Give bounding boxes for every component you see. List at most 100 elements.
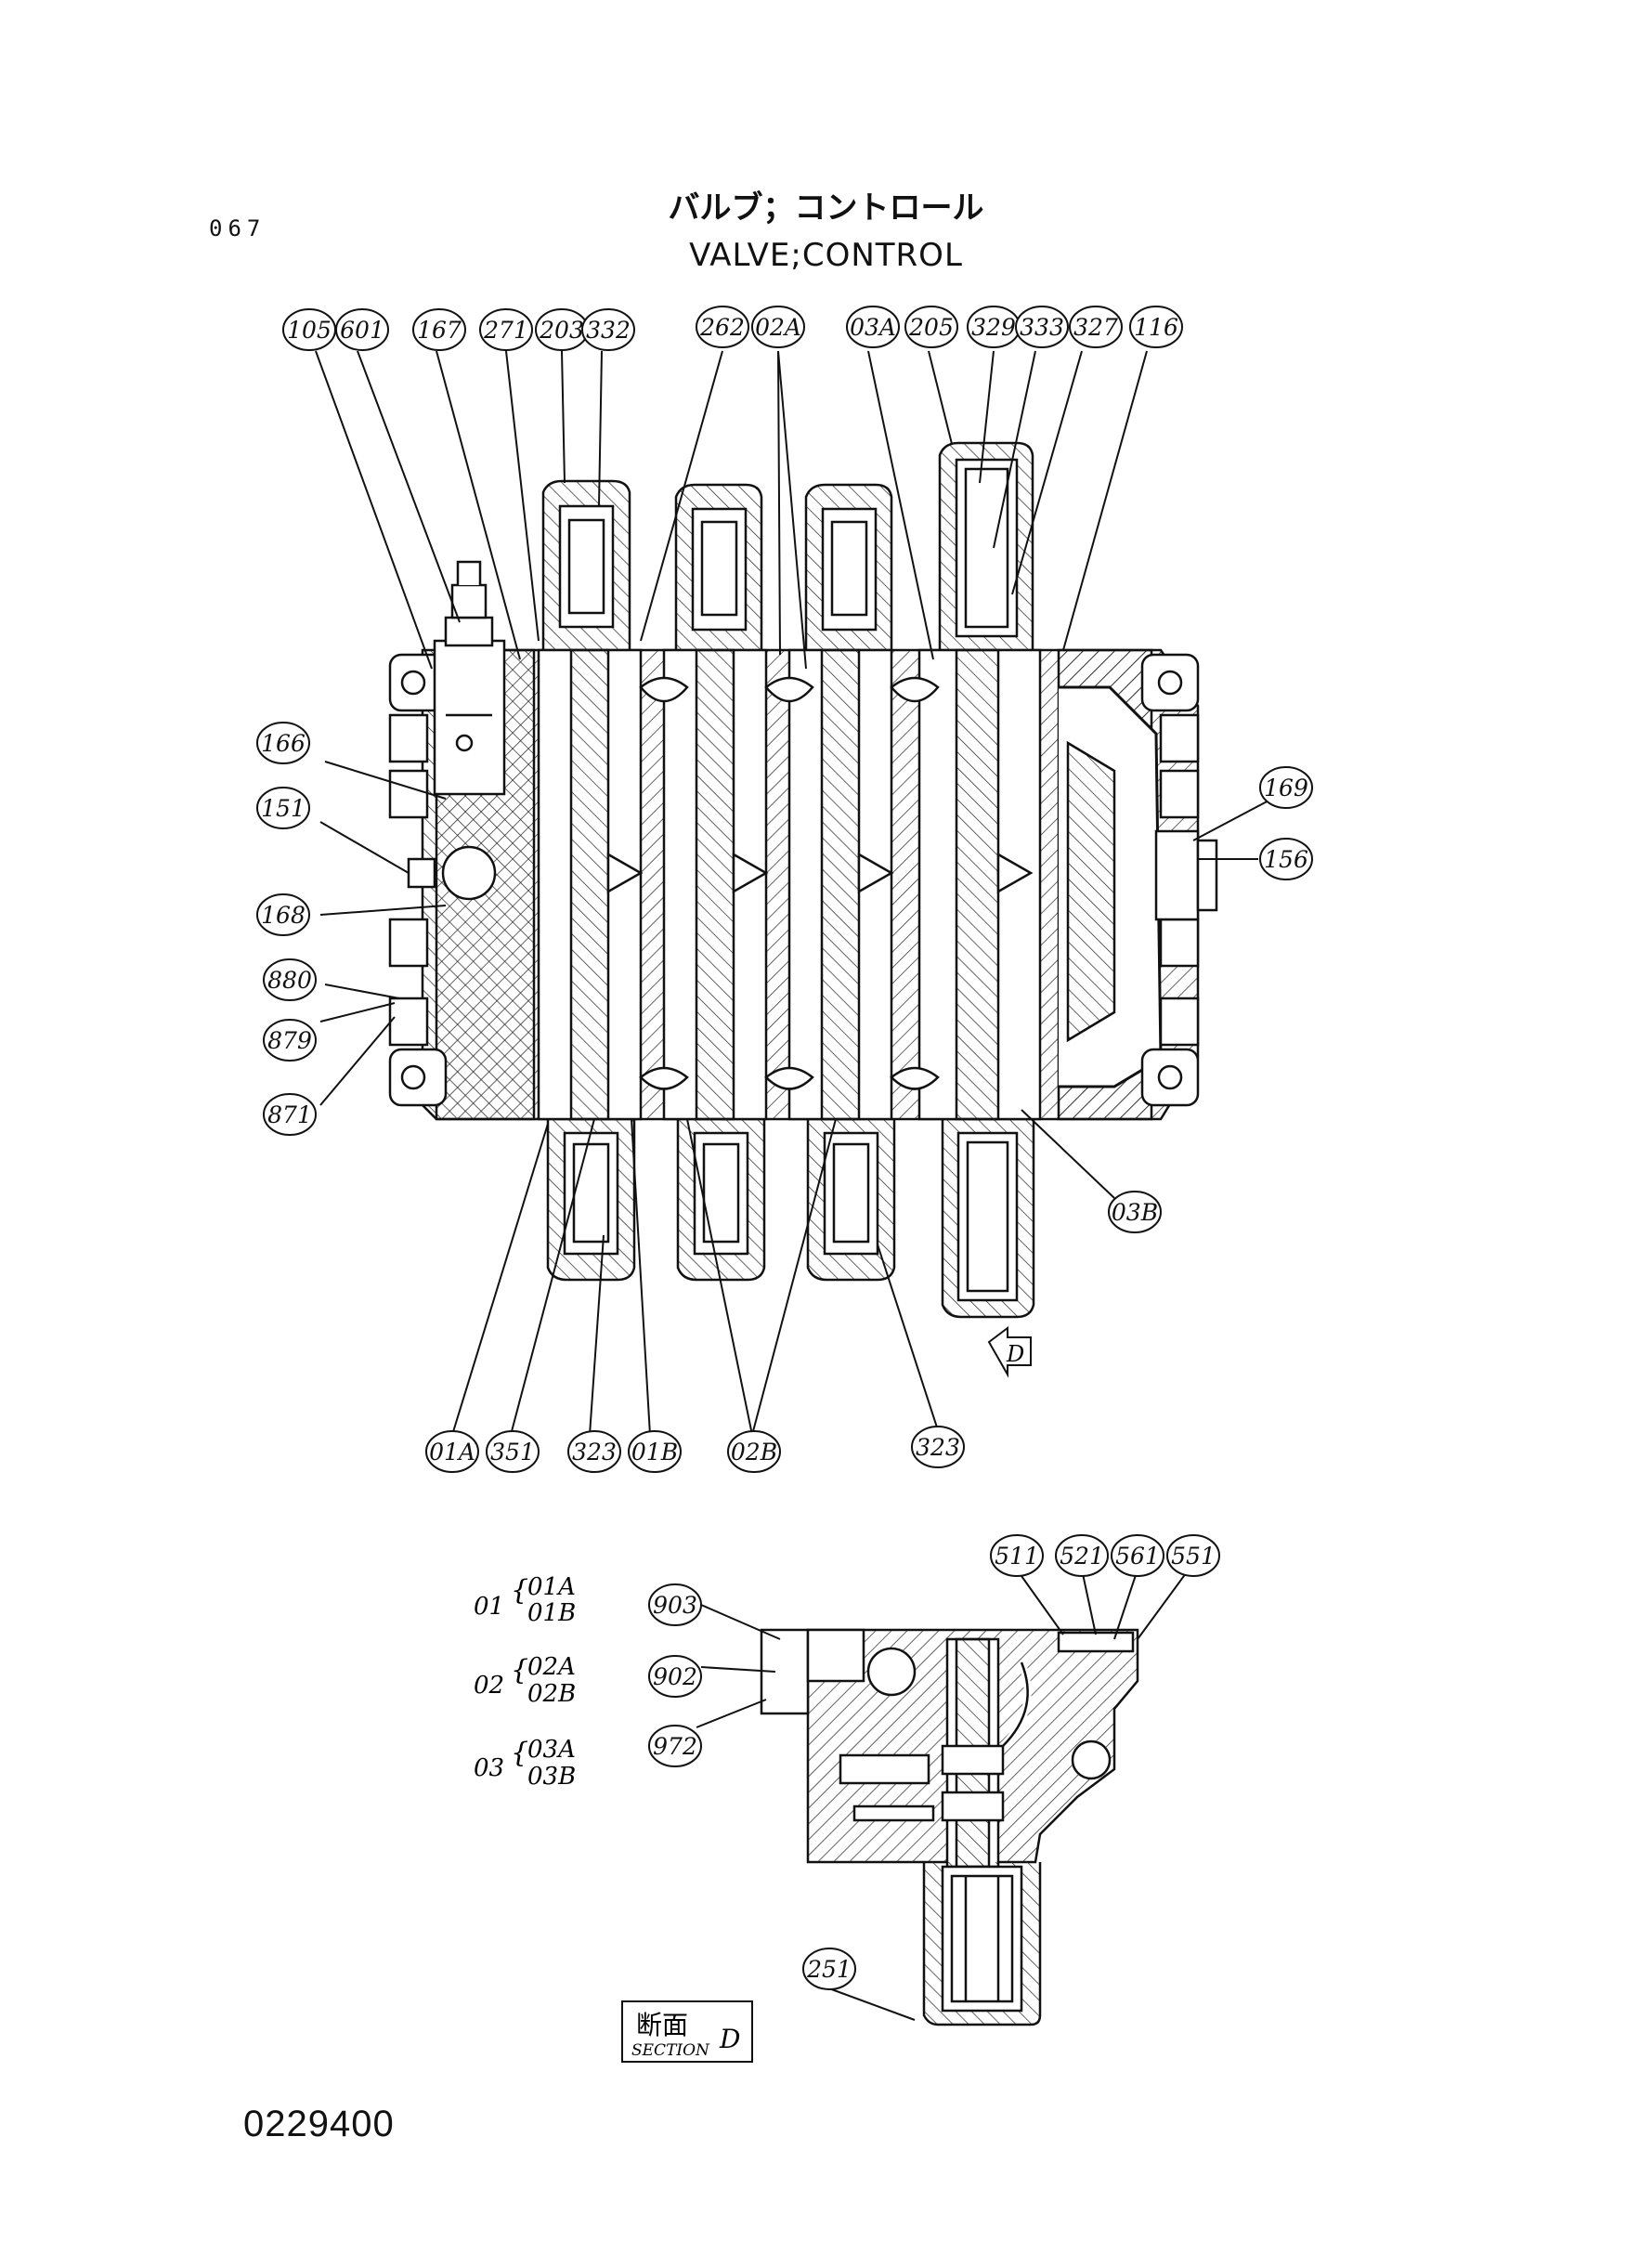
part-bubbles: 105 601 167 271 203 332 262 02A 03A 205 … <box>256 306 1313 1990</box>
part-972: 972 <box>648 1725 702 1767</box>
svg-text:880: 880 <box>267 967 312 994</box>
part-168: 168 <box>256 893 310 936</box>
section-label-jp: 断面 <box>636 2010 688 2040</box>
legend-01B: 01B <box>527 1599 576 1627</box>
svg-text:01B: 01B <box>631 1439 678 1466</box>
part-327: 327 <box>1069 306 1123 348</box>
part-903: 903 <box>648 1583 702 1626</box>
spool-sections <box>537 648 1042 1121</box>
part-156: 156 <box>1259 838 1313 880</box>
right-port-plug <box>1154 829 1200 921</box>
part-03A: 03A <box>846 306 900 348</box>
part-329: 329 <box>967 306 1021 348</box>
part-561: 561 <box>1111 1534 1164 1577</box>
svg-text:{: { <box>511 1574 528 1607</box>
svg-text:151: 151 <box>261 795 306 822</box>
part-166: 166 <box>256 722 310 764</box>
part-271: 271 <box>479 308 533 351</box>
svg-text:{: { <box>511 1737 528 1769</box>
svg-text:03B: 03B <box>1112 1199 1158 1226</box>
svg-text:262: 262 <box>699 314 745 341</box>
part-116: 116 <box>1129 306 1183 348</box>
section-label-box: 断面 SECTION D <box>621 2000 753 2063</box>
section-d-view <box>760 1628 1139 2026</box>
svg-text:03A: 03A <box>850 314 896 341</box>
relief-valve <box>433 639 506 796</box>
svg-text:168: 168 <box>261 902 306 929</box>
svg-text:156: 156 <box>1264 846 1308 873</box>
part-871: 871 <box>263 1093 317 1136</box>
svg-text:521: 521 <box>1060 1543 1104 1570</box>
svg-text:972: 972 <box>653 1733 697 1760</box>
part-02B: 02B <box>727 1430 781 1473</box>
legend-03A: 03A <box>527 1736 576 1764</box>
part-169: 169 <box>1259 766 1313 809</box>
part-333: 333 <box>1015 306 1069 348</box>
svg-text:332: 332 <box>586 317 631 344</box>
svg-text:327: 327 <box>1073 314 1118 341</box>
svg-text:333: 333 <box>1020 314 1064 341</box>
part-01A: 01A <box>425 1430 479 1473</box>
part-02A: 02A <box>751 306 805 348</box>
svg-text:511: 511 <box>995 1543 1039 1570</box>
part-879: 879 <box>263 1019 317 1062</box>
part-601: 601 <box>335 308 389 351</box>
legend-group-03: 03 <box>474 1754 504 1782</box>
view-marker-d: D <box>1006 1341 1024 1367</box>
legend-group-01: 01 <box>474 1593 504 1621</box>
svg-text:02B: 02B <box>731 1439 777 1466</box>
part-251: 251 <box>802 1948 856 1990</box>
svg-text:902: 902 <box>653 1663 697 1690</box>
page-number: 067 <box>209 215 267 241</box>
section-label-letter: D <box>719 2024 740 2054</box>
part-323-left: 323 <box>567 1430 621 1473</box>
svg-text:203: 203 <box>539 317 584 344</box>
svg-text:871: 871 <box>267 1101 312 1128</box>
bottom-spring-caps <box>546 1119 1035 1319</box>
legend-01A: 01A <box>527 1573 576 1601</box>
title-japanese: バルブ；コントロール <box>668 189 984 227</box>
svg-text:167: 167 <box>417 317 462 344</box>
part-351: 351 <box>486 1430 540 1473</box>
part-262: 262 <box>696 306 749 348</box>
part-521: 521 <box>1055 1534 1109 1577</box>
svg-text:351: 351 <box>490 1439 535 1466</box>
part-332: 332 <box>581 308 635 351</box>
right-lug-bottom <box>1140 1048 1200 1107</box>
part-323-right: 323 <box>911 1426 965 1468</box>
svg-text:251: 251 <box>806 1956 852 1983</box>
svg-text:879: 879 <box>267 1027 312 1054</box>
part-01B: 01B <box>628 1430 682 1473</box>
svg-text:601: 601 <box>340 317 384 344</box>
section-label-en: SECTION <box>631 2041 710 2060</box>
svg-text:116: 116 <box>1134 314 1178 341</box>
top-spring-caps <box>541 441 1034 650</box>
svg-text:{: { <box>511 1654 528 1687</box>
legend-02B: 02B <box>527 1680 576 1708</box>
part-03B: 03B <box>1108 1191 1162 1233</box>
part-151: 151 <box>256 787 310 829</box>
part-902: 902 <box>648 1655 702 1698</box>
svg-text:329: 329 <box>971 314 1016 341</box>
svg-text:561: 561 <box>1115 1543 1160 1570</box>
svg-text:903: 903 <box>653 1592 697 1619</box>
legend-03B: 03B <box>527 1763 576 1791</box>
part-205: 205 <box>904 306 958 348</box>
svg-text:271: 271 <box>483 317 528 344</box>
legend-02A: 02A <box>527 1653 576 1681</box>
svg-text:02A: 02A <box>755 314 801 341</box>
svg-text:551: 551 <box>1171 1543 1216 1570</box>
title-english: VALVE;CONTROL <box>689 237 963 274</box>
drawing-number: 0229400 <box>243 2104 395 2144</box>
right-lug-top <box>1140 653 1200 712</box>
part-105: 105 <box>282 308 336 351</box>
section-d-arrow <box>987 1326 1032 1378</box>
left-lug-bottom <box>388 1048 448 1107</box>
svg-text:105: 105 <box>287 317 332 344</box>
part-203: 203 <box>535 308 589 351</box>
legend-group-02: 02 <box>474 1672 504 1700</box>
svg-text:323: 323 <box>572 1439 617 1466</box>
part-167: 167 <box>412 308 466 351</box>
svg-text:323: 323 <box>916 1434 960 1461</box>
leader-lines <box>315 350 1273 2021</box>
